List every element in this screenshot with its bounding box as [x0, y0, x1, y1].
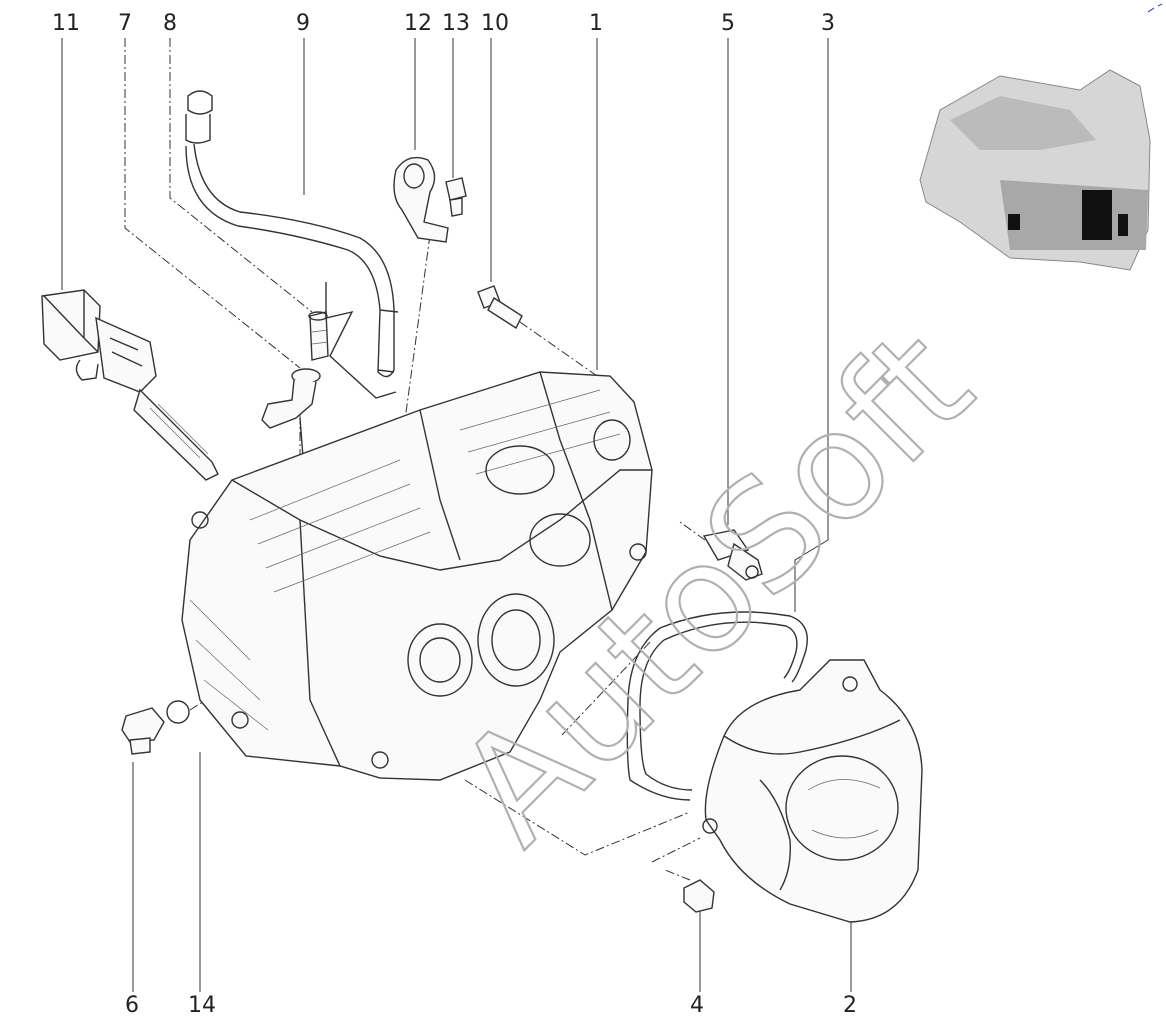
callout-5: 5 [721, 11, 735, 36]
callout-14: 14 [188, 993, 216, 1018]
part-5-plug [702, 529, 763, 581]
callout-2: 2 [843, 993, 857, 1018]
part-1-transmission-case [181, 371, 653, 781]
callout-1: 1 [589, 11, 603, 36]
part-12-bracket [393, 156, 449, 243]
callout-8: 8 [163, 11, 177, 36]
part-9-hose [185, 90, 399, 378]
callout-3: 3 [821, 11, 835, 36]
part-2-end-cover [702, 659, 923, 923]
corner-mark [1147, 3, 1163, 13]
callout-7: 7 [118, 11, 132, 36]
callout-11: 11 [52, 11, 80, 36]
locator-thumbnail [919, 69, 1151, 271]
breather-pipe [325, 282, 397, 399]
leader-lines [61, 38, 852, 992]
callout-6: 6 [125, 993, 139, 1018]
part-8-fitting [308, 311, 329, 361]
callout-9: 9 [296, 11, 310, 36]
part-11-sensor [41, 289, 219, 481]
part-10-bolt [477, 285, 523, 330]
part-4-bolt [683, 879, 715, 913]
part-6-drain-plug [121, 707, 165, 755]
part-7-elbow [261, 368, 321, 471]
part-3-gasket [626, 611, 808, 801]
callout-13: 13 [442, 11, 470, 36]
part-13-bolt [445, 177, 467, 217]
callout-12: 12 [404, 11, 432, 36]
callout-4: 4 [690, 993, 704, 1018]
part-14-washer [166, 700, 190, 724]
callout-10: 10 [481, 11, 509, 36]
